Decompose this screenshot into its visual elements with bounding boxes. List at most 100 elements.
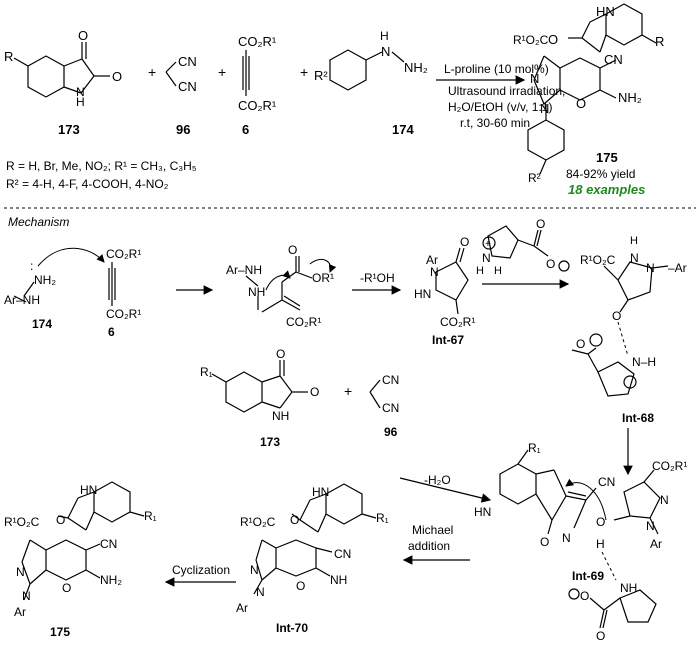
mech-product-n1: N <box>16 565 25 579</box>
isatin-r-label: R <box>4 49 13 64</box>
mech-product-o: O <box>62 581 71 595</box>
mech-proline-catalyst <box>487 225 549 259</box>
malononitrile-96-structure <box>165 61 177 87</box>
mech-product-nh2: NH₂ <box>100 573 122 587</box>
mech-product-nh: HN <box>80 483 97 497</box>
mech-product-r1: R₁ <box>144 509 157 523</box>
mech-hydrazine-number: 174 <box>32 317 52 331</box>
mech-int70-r1: R₁ <box>376 511 389 525</box>
alkyne-number: 6 <box>242 122 249 137</box>
mech-product-number: 175 <box>50 625 70 639</box>
product-pyrazole-n2: N <box>540 101 549 116</box>
plus-2: + <box>218 64 226 80</box>
product-nh: HN <box>596 4 615 19</box>
product-ester: R¹O₂C <box>513 33 549 47</box>
condition-time: r.t, 30-60 min <box>460 116 530 130</box>
mech-isatin-o1: O <box>276 347 285 361</box>
mech-bottom-proline-nh: NH <box>620 581 637 595</box>
mech-int70-nh: HN <box>312 485 329 499</box>
mech-int69-cn: CN <box>598 475 615 489</box>
mech-adduct-o: O <box>288 243 297 257</box>
condition-solvent: H₂O/EtOH (v/v, 1:1) <box>448 100 552 114</box>
mech-enol-h: H <box>596 537 605 551</box>
mech-alkyne-number: 6 <box>108 325 115 339</box>
mech-int68-structure <box>603 261 669 313</box>
mech-proline-n: N <box>482 251 491 265</box>
mech-isatin-173 <box>211 360 308 413</box>
mech-int69-hn: HN <box>474 505 491 519</box>
mech-int70-cn: CN <box>334 547 351 561</box>
product-nh2: NH₂ <box>618 90 642 105</box>
mech-enol-o: O <box>596 515 605 529</box>
mech-adduct-ar-nh: Ar–NH <box>226 263 262 277</box>
mech-product-cn: CN <box>100 537 117 551</box>
malononitrile-number: 96 <box>176 122 190 137</box>
hydrazine-nh2: NH₂ <box>404 60 428 75</box>
product-examples: 18 examples <box>568 182 645 197</box>
mech-product-co: O <box>56 513 65 527</box>
isatin-173-structure <box>13 42 110 98</box>
mech-int67-o: O <box>460 235 469 249</box>
isatin-oxygen-2: O <box>112 69 122 84</box>
mech-int68-ester: R¹O₂C <box>580 253 616 267</box>
mech-int69-o: O <box>540 535 549 549</box>
mech-int68-hbond <box>617 321 629 357</box>
mech-isatin-number: 173 <box>260 435 280 449</box>
alkyne-6-structure <box>242 50 250 96</box>
mech-enol-n2: N <box>646 519 655 533</box>
mech-int68-proline <box>571 347 635 397</box>
mech-int68-nh: N–H <box>632 355 656 369</box>
mech-int68-minus <box>589 333 603 347</box>
mech-dehydration-label: -H₂O <box>424 473 451 487</box>
product-r: R <box>655 34 664 49</box>
mech-int70-structure <box>253 483 377 595</box>
hydrazine-n: N <box>381 44 390 59</box>
mech-isatin-o2: O <box>310 385 319 399</box>
isatin-nh: H <box>76 95 85 109</box>
mech-arrow-leave <box>309 259 337 273</box>
mech-int68-o: O <box>612 309 621 323</box>
mech-int70-n2: N <box>256 585 265 599</box>
alkyne-co2r1-top: CO₂R¹ <box>238 34 277 49</box>
isatin-n: N <box>76 85 85 99</box>
mech-cyclization-label: Cyclization <box>172 563 230 577</box>
mech-product-ester: R¹O₂C <box>4 515 40 529</box>
mech-nh2: NH₂ <box>34 273 56 287</box>
mech-int68-n1: N <box>630 251 639 265</box>
mech-michael-label-1: Michael <box>412 523 453 537</box>
mech-int68-n2: N <box>646 261 655 275</box>
product-carbonyl-o: O <box>548 32 558 47</box>
mech-int67-ester: CO₂R¹ <box>440 315 475 329</box>
mech-int69-structure <box>499 449 597 535</box>
mech-alkyne-ester-2: CO₂R¹ <box>106 307 141 321</box>
mech-plus: + <box>344 383 352 399</box>
mech-proline-ominus: O <box>546 257 555 271</box>
mech-michael-label-2: addition <box>408 539 450 553</box>
mech-adduct-nh: NH <box>248 285 265 299</box>
mech-proline-o: O <box>536 217 545 231</box>
plus-1: + <box>148 64 156 80</box>
plus-3: + <box>300 64 308 80</box>
malononitrile-cn-2: CN <box>178 79 197 94</box>
hydrazine-number: 174 <box>392 122 414 137</box>
mech-isatin-nh: NH <box>272 409 289 423</box>
mech-int70-label: Int-70 <box>276 621 308 635</box>
mech-product-n2: N <box>22 589 31 603</box>
mech-int69-n: N <box>562 531 571 545</box>
mech-int68-ar: –Ar <box>668 261 687 275</box>
substituents-r2: R² = 4-H, 4-F, 4-COOH, 4-NO₂ <box>6 177 169 191</box>
mech-enol-hbond <box>601 551 617 581</box>
mech-int70-nh2: NH <box>330 573 347 587</box>
mech-bottom-proline-o2: O <box>596 629 605 643</box>
mech-malononitrile-cn1: CN <box>382 373 399 387</box>
hydrazine-h: H <box>380 29 389 43</box>
mech-adduct-ester: CO₂R¹ <box>286 315 321 329</box>
hydrazine-r2: R² <box>314 68 328 83</box>
mech-bottom-proline-o: O <box>580 589 589 603</box>
mech-product-ar: Ar <box>14 605 26 619</box>
mech-int67-n: N <box>430 265 439 279</box>
isatin-oxygen-1: O <box>78 28 88 43</box>
product-175-structure <box>527 3 657 175</box>
mech-adduct-or1: OR¹ <box>312 271 334 285</box>
mech-int70-ar: Ar <box>236 601 248 615</box>
